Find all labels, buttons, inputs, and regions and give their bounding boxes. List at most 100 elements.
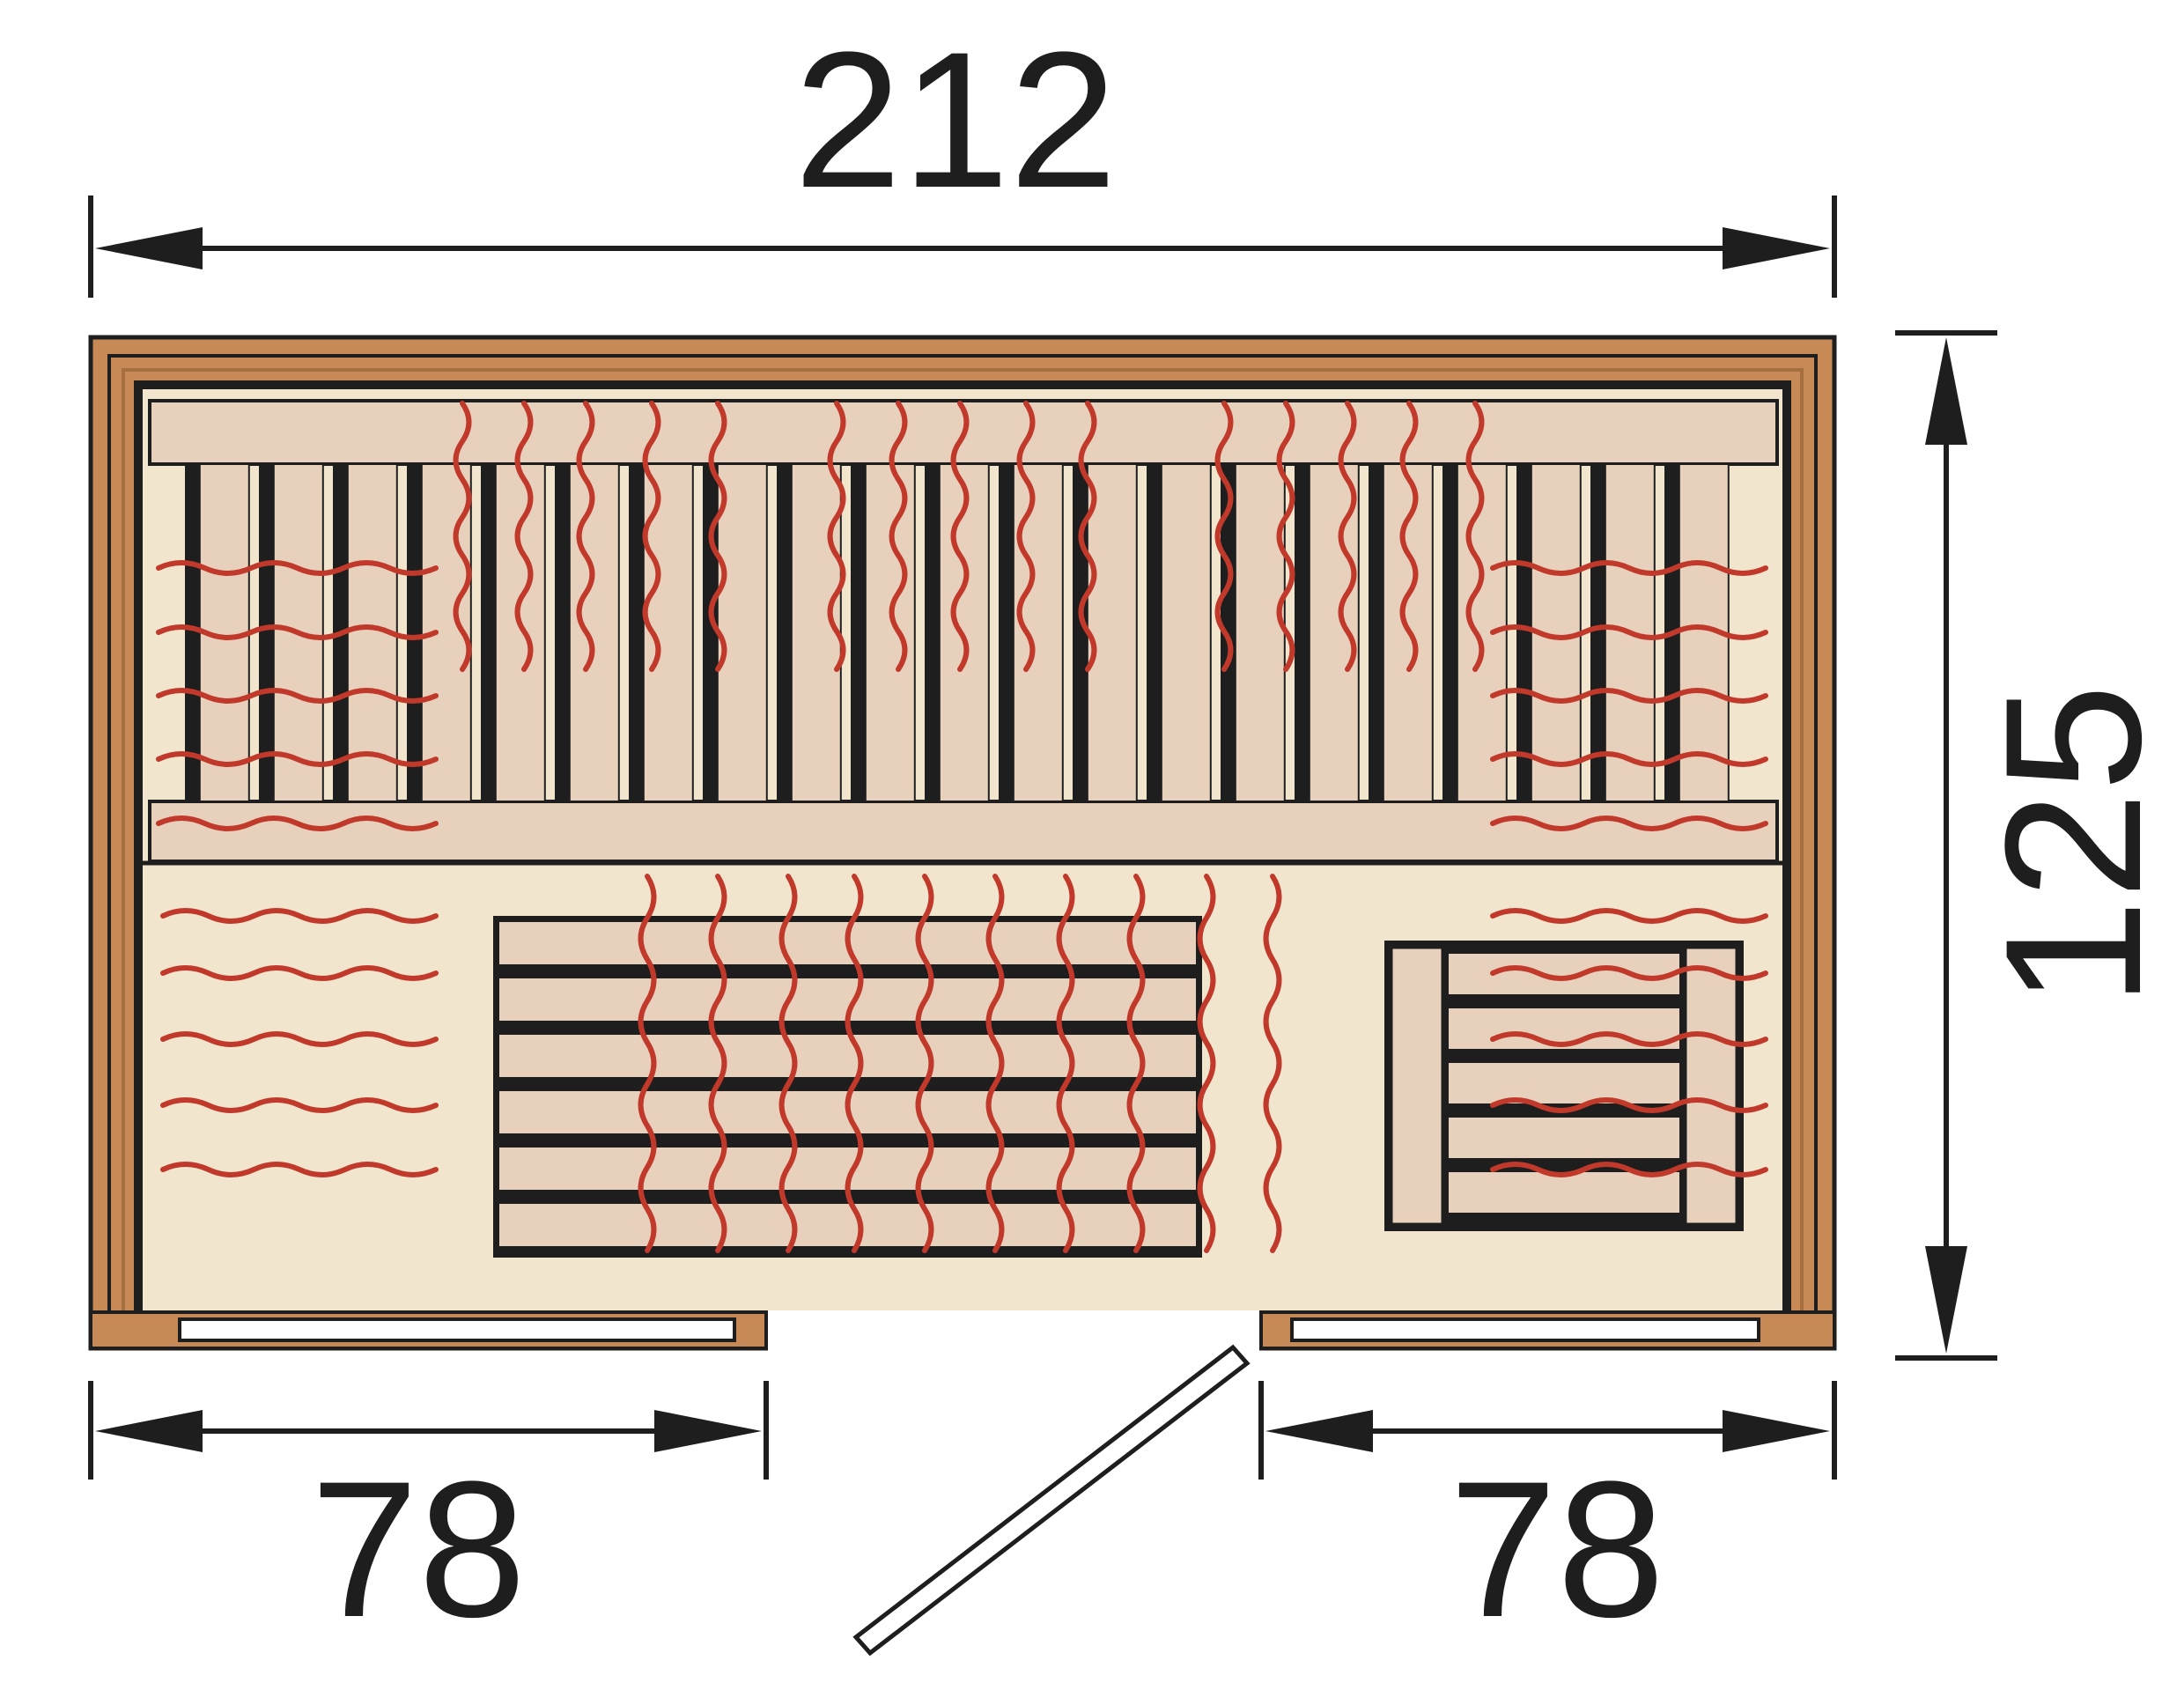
glass-panel-left xyxy=(178,1317,736,1342)
heater-wave-line xyxy=(1465,401,1485,672)
heater-wave-line xyxy=(1490,965,1768,981)
upper-slat xyxy=(1160,463,1212,802)
stool-left-side xyxy=(1390,946,1444,1226)
dim-right-arrow-bottom xyxy=(1925,1246,1967,1354)
upper-slat xyxy=(494,463,546,802)
door-opening xyxy=(768,1310,1259,1354)
heater-wave-line xyxy=(156,751,439,767)
heater-wave-line xyxy=(915,874,934,1253)
upper-slat-gap xyxy=(1073,464,1088,801)
heater-wave-line xyxy=(576,401,595,672)
heater-wave-line xyxy=(1016,401,1036,672)
heater-wave-line xyxy=(1490,560,1768,576)
stool-slat xyxy=(1447,1170,1681,1214)
heater-wave-line xyxy=(708,874,727,1253)
upper-slat-gap xyxy=(555,464,570,801)
heater-wave-line xyxy=(1490,1097,1768,1113)
upper-slat-gap xyxy=(259,464,274,801)
heater-wave-line xyxy=(638,874,657,1253)
sauna-cabin xyxy=(88,335,1837,1657)
heater-wave-line xyxy=(845,874,864,1253)
upper-slat-gap xyxy=(481,464,496,801)
heater-wave-line xyxy=(1490,815,1768,831)
upper-slat-gap xyxy=(999,464,1014,801)
dim-br-label: 78 xyxy=(1450,1441,1665,1657)
upper-slat-gap xyxy=(185,464,200,801)
stool-slat xyxy=(1447,952,1681,996)
heater-wave-line xyxy=(950,401,970,672)
lower-bench-slat xyxy=(498,1202,1198,1248)
stool-slat xyxy=(1447,1061,1681,1105)
upper-slat-gap xyxy=(1147,464,1162,801)
heater-wave-line xyxy=(827,401,846,672)
dim-right-label: 125 xyxy=(1965,683,2181,1007)
glass-panel-right xyxy=(1290,1317,1760,1342)
upper-slat xyxy=(864,463,916,802)
stool xyxy=(1384,941,1744,1231)
lower-bench xyxy=(493,916,1202,1258)
dimension-bottom-left: 78 xyxy=(88,1381,769,1657)
door-leaf xyxy=(852,1344,1251,1657)
heater-wave-line xyxy=(156,815,439,831)
dim-top-arrow-right xyxy=(1723,227,1830,269)
upper-bench-front-rail xyxy=(148,800,1779,863)
upper-slat-gap xyxy=(629,464,644,801)
heater-wave-line xyxy=(1490,624,1768,640)
heater-wave-line xyxy=(156,560,439,576)
heater-wave-line xyxy=(156,624,439,640)
upper-bench-slats xyxy=(185,463,1730,802)
heater-wave-line xyxy=(1197,874,1216,1253)
dim-bl-arrow-left xyxy=(95,1410,203,1452)
heater-wave-line xyxy=(156,688,439,704)
dimension-bottom-right: 78 xyxy=(1258,1381,1837,1657)
dim-bl-arrow-right xyxy=(654,1410,762,1452)
upper-slat-gap xyxy=(1295,464,1310,801)
dim-br-arrow-right xyxy=(1723,1410,1830,1452)
heater-wave-line xyxy=(1490,908,1768,924)
heater-wave-line xyxy=(1490,751,1768,767)
dimension-top: 212 xyxy=(88,11,1837,298)
upper-slat xyxy=(1012,463,1064,802)
dim-br-arrow-left xyxy=(1265,1410,1373,1452)
heater-wave-line xyxy=(1214,401,1234,672)
upper-slat xyxy=(568,463,620,802)
stool-slat xyxy=(1447,1116,1681,1160)
heater-wave-line xyxy=(889,401,908,672)
dim-top-arrow-left xyxy=(95,227,203,269)
upper-slat xyxy=(716,463,768,802)
heater-wave-line xyxy=(160,965,439,981)
upper-slat xyxy=(1456,463,1508,802)
heater-wave-line xyxy=(160,1097,439,1113)
heater-wave-line xyxy=(1056,874,1075,1253)
stool-slats xyxy=(1447,952,1681,1214)
stool-right-side xyxy=(1684,946,1738,1226)
dim-right-arrow-top xyxy=(1925,337,1967,445)
heater-wave-line xyxy=(1338,401,1357,672)
upper-slat-gap xyxy=(407,464,422,801)
heater-wave-line xyxy=(453,401,472,672)
heater-wave-line xyxy=(708,401,727,672)
dim-top-label: 212 xyxy=(793,11,1117,228)
heater-wave-line xyxy=(514,401,534,672)
upper-slat xyxy=(790,463,842,802)
heater-wave-line xyxy=(1126,874,1146,1253)
heater-wave-line xyxy=(1078,401,1097,672)
upper-slat-gap xyxy=(1442,464,1457,801)
upper-slat xyxy=(1234,463,1286,802)
heater-wave-line xyxy=(160,908,439,924)
upper-slat-gap xyxy=(851,464,866,801)
upper-slat-gap xyxy=(777,464,792,801)
upper-slat-gap xyxy=(925,464,940,801)
upper-slat xyxy=(1086,463,1138,802)
upper-slat-gap xyxy=(703,464,718,801)
heater-wave-line xyxy=(1490,1162,1768,1177)
heater-wave-line xyxy=(1490,1031,1768,1047)
heater-wave-line xyxy=(1490,688,1768,704)
heater-wave-line xyxy=(1263,874,1282,1253)
upper-slat-gap xyxy=(1516,464,1531,801)
upper-slat xyxy=(938,463,990,802)
dimension-right: 125 xyxy=(1895,330,2181,1361)
upper-slat-gap xyxy=(1369,464,1383,801)
